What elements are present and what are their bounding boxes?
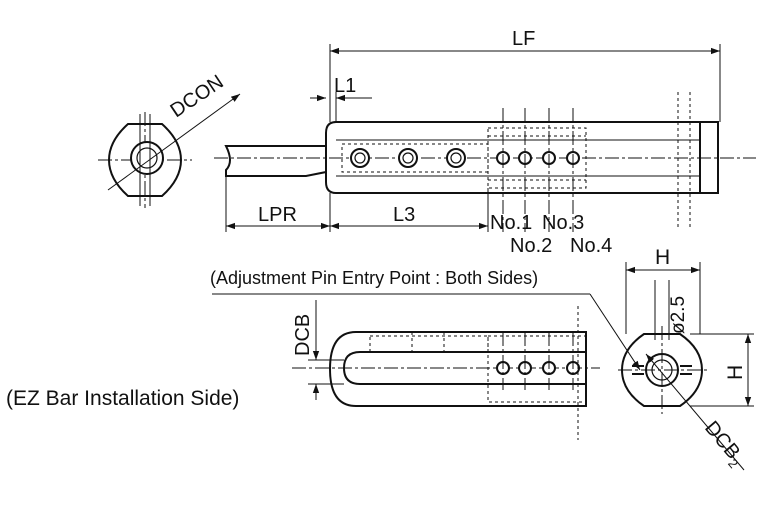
l3-label: L3 [393, 204, 415, 226]
l1-label: L1 [334, 75, 356, 97]
phi25-label: ø2.5 [668, 296, 689, 334]
dcb-label: DCB [292, 314, 314, 356]
h-top-label: H [655, 246, 670, 269]
pin-note-label: (Adjustment Pin Entry Point : Both Sides… [210, 268, 538, 288]
side-view-bottom: DCB (EZ Bar Installation Side) [6, 300, 600, 440]
ez-note: (EZ Bar Installation Side) [6, 387, 239, 410]
no2-label: No.2 [510, 235, 552, 257]
lf-label: LF [512, 28, 535, 50]
no1-label: No.1 [490, 212, 532, 234]
h-side-label: H [724, 365, 747, 380]
lpr-label: LPR [258, 204, 297, 226]
no4-label: No.4 [570, 235, 612, 257]
side-view-top: LF L1 LPR L3 No.1 No.3 No.2 No.4 [214, 28, 756, 257]
end-view-left: DCON [98, 71, 241, 208]
pin-entry-note: (Adjustment Pin Entry Point : Both Sides… [210, 268, 641, 371]
end-view-right: H ø2.5 H DCB2 [618, 246, 754, 471]
dcon-label: DCON [166, 71, 227, 122]
no3-label: No.3 [542, 212, 584, 234]
